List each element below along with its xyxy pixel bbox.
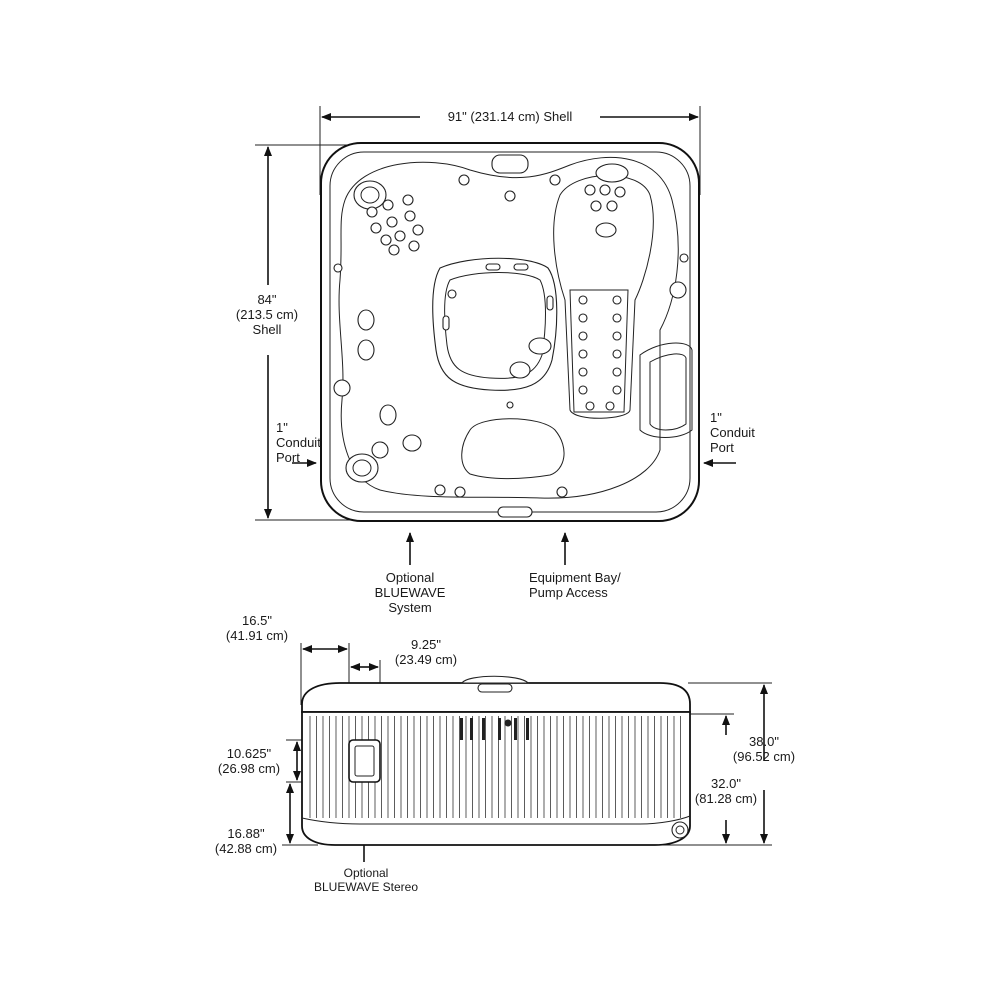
equipment-bay-label: Equipment Bay/ Pump Access: [529, 570, 621, 600]
depth-dimension-label: 84" (213.5 cm) Shell: [235, 292, 299, 337]
panel-lock: [504, 719, 512, 727]
top-view-drawing: [255, 106, 736, 565]
drain-fitting: [671, 821, 689, 839]
bluewave-system-label: Optional BLUEWAVE System: [374, 570, 446, 615]
seat-outline: [338, 156, 679, 499]
side-cabinet: [301, 711, 691, 846]
jet-cluster-left: [366, 194, 424, 256]
lounger-leg-area: [569, 289, 629, 413]
corner-jet-top-left: [353, 180, 387, 210]
bluewave-stereo-label: Optional BLUEWAVE Stereo: [313, 866, 419, 894]
dim-38-label: 38.0" (96.52 cm): [732, 734, 796, 764]
cabinet-slats: [309, 716, 681, 818]
corner-step: [639, 342, 693, 438]
corner-jet-bottom-left: [345, 453, 379, 483]
dim-16-5-label: 16.5" (41.91 cm): [225, 613, 289, 643]
cabinet-base-line: [301, 815, 691, 825]
dim-16-88-label: 16.88" (42.88 cm): [214, 826, 278, 856]
conduit-port-left-label: 1" Conduit Port: [276, 420, 321, 465]
top-pillow: [491, 154, 529, 174]
perimeter-jets: [333, 174, 689, 498]
footwell: [432, 257, 558, 391]
dim-10-625-label: 10.625" (26.98 cm): [217, 746, 281, 776]
dim-9-25-label: 9.25" (23.49 cm): [394, 637, 458, 667]
side-view-drawing: [282, 643, 772, 862]
bluewave-stereo-unit: [348, 739, 381, 783]
small-jets-footwell: [442, 263, 554, 409]
jet-cluster-side: [357, 309, 552, 459]
side-shell-lip: [301, 682, 691, 713]
corner-step-inner: [649, 353, 687, 431]
conduit-port-right-label: 1" Conduit Port: [710, 410, 755, 455]
side-pillow: [460, 675, 530, 684]
front-control-panel: [497, 506, 533, 518]
dim-32-label: 32.0" (81.28 cm): [694, 776, 758, 806]
front-seat: [461, 418, 565, 480]
jet-cluster-lounger: [578, 184, 626, 411]
width-dimension-label: 91" (231.14 cm) Shell: [447, 109, 573, 124]
corner-jet-top-right: [595, 163, 629, 183]
